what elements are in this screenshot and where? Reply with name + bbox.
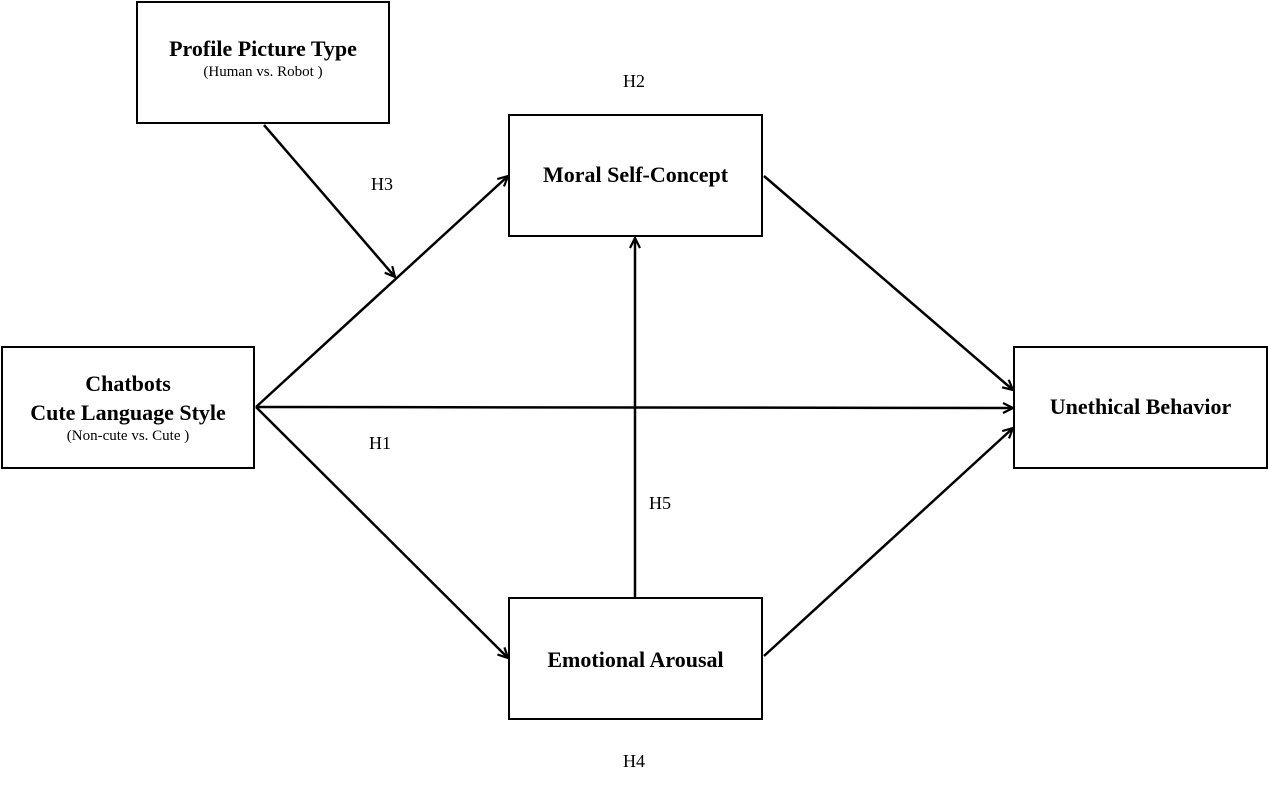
hypothesis-label-h4: H4 [623,751,645,771]
arrow-profile-moderation [263,124,395,277]
node-chatbots-cute-language-style: Chatbots Cute Language Style (Non-cute v… [1,346,255,469]
node-title: Emotional Arousal [547,647,724,672]
node-subtitle: (Non-cute vs. Cute ) [66,428,190,444]
node-title: Unethical Behavior [1049,394,1232,419]
hypothesis-label-h1: H1 [369,433,391,453]
node-unethical-behavior: Unethical Behavior [1013,346,1268,469]
node-subtitle: (Human vs. Robot ) [203,63,323,80]
arrow-emotional-to-unethical [763,428,1013,657]
hypothesis-label-h3: H3 [371,174,393,194]
node-profile-picture-type: Profile Picture Type (Human vs. Robot ) [136,1,390,124]
node-emotional-arousal: Emotional Arousal [508,597,763,720]
hypothesis-label-h5: H5 [649,493,671,513]
node-moral-self-concept: Moral Self-Concept [508,114,763,237]
node-title: Moral Self-Concept [542,162,729,187]
arrow-chatbots-to-moral [255,176,508,408]
hypothesis-label-h2: H2 [623,71,645,91]
node-title-line2: Cute Language Style [30,400,226,425]
node-title: Profile Picture Type [169,35,357,61]
arrow-moral-to-unethical [763,175,1013,390]
node-title-line1: Chatbots [85,371,171,396]
arrow-chatbots-to-emotional [255,406,508,658]
